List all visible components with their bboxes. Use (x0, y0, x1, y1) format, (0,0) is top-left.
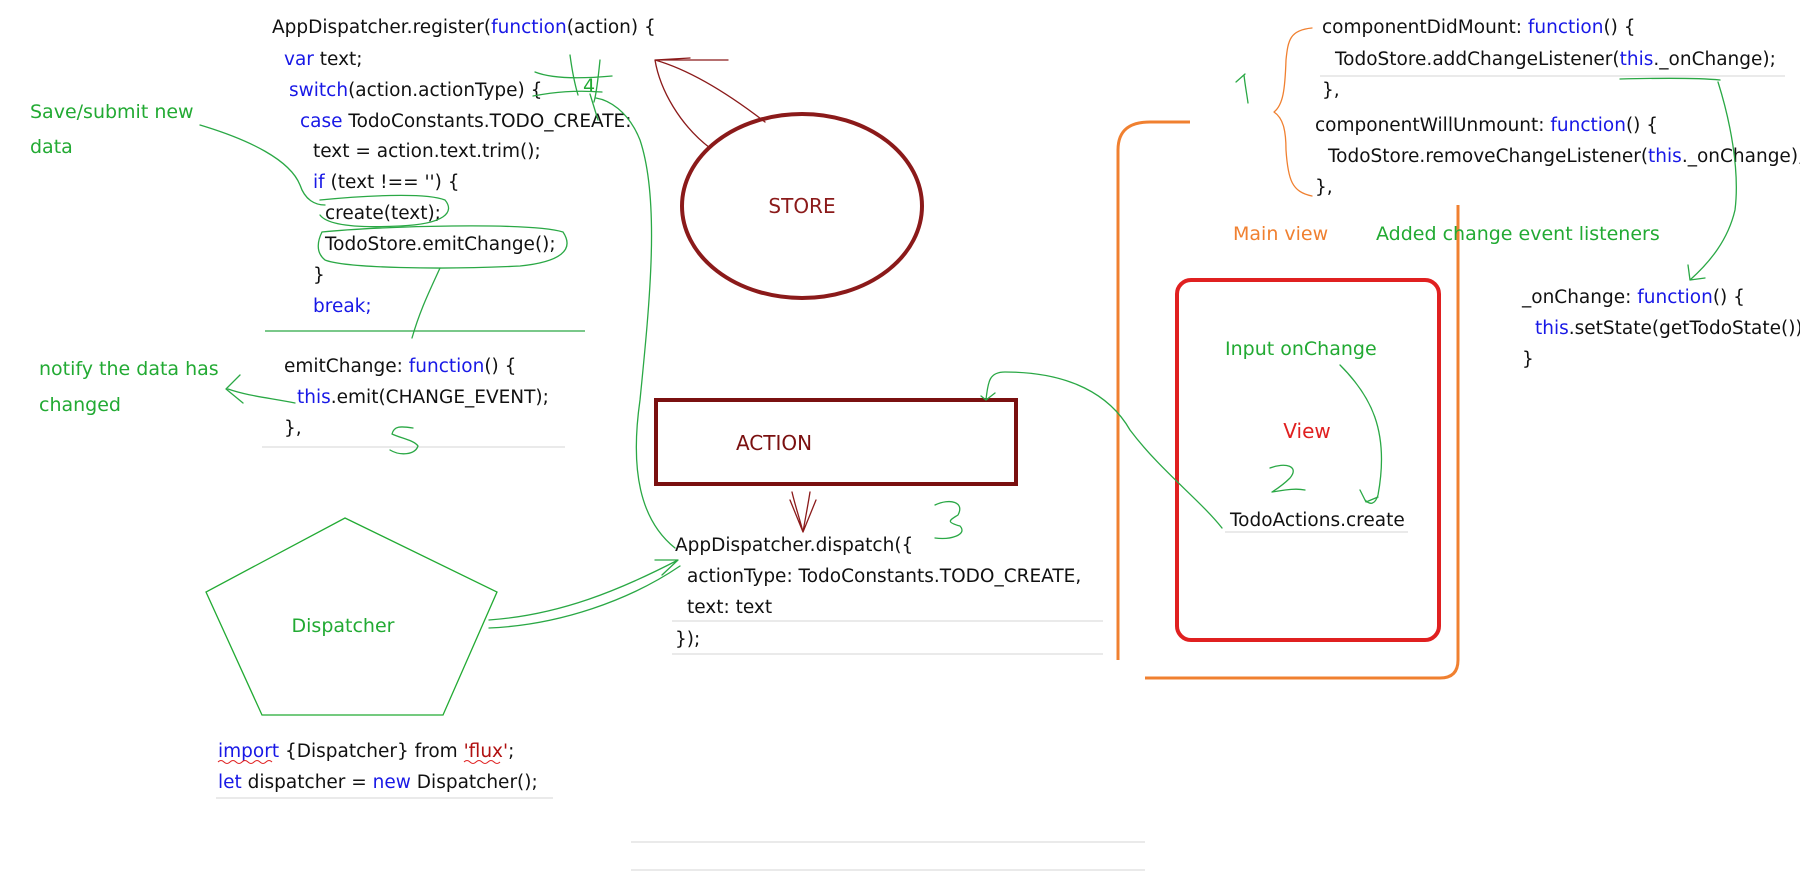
import-spellcheck-underline (217, 760, 273, 764)
store-ellipse (680, 112, 924, 300)
notify-note-line-1: notify the data has (39, 358, 219, 380)
view-rounded-rectangle (1175, 278, 1441, 642)
save-note-connector (199, 124, 326, 206)
emit-code-block: emitChange: function() { this.emit(CHANG… (284, 356, 549, 439)
dispatch-code-line-3: text: text (687, 597, 772, 618)
addlistener-to-onchange-arrow (1619, 77, 1737, 281)
main-view-left-edge (1116, 120, 1190, 660)
dispatch-to-register-connector (589, 93, 676, 549)
register-code-line-9: } (313, 265, 325, 286)
lifecycle-code-line-4: componentWillUnmount: function() { (1315, 115, 1658, 136)
emit-code-line-3: }, (284, 418, 302, 439)
view-label: View (1283, 419, 1330, 443)
todoactions-create-code: TodoActions.create (1229, 510, 1405, 531)
dispatcher-label: Dispatcher (292, 615, 395, 637)
view-to-action-arrow (980, 371, 1223, 529)
emit-down-connector (411, 267, 441, 339)
lifecycle-code-line-6: }, (1315, 177, 1333, 198)
step-2-glyph (1269, 464, 1306, 493)
action-label: ACTION (736, 431, 812, 455)
lifecycle-code-line-2: TodoStore.addChangeListener(this._onChan… (1334, 49, 1776, 70)
dispatcher-pentagon (205, 517, 498, 716)
step-3-glyph (934, 501, 963, 540)
step-1-mark: 1. (1235, 73, 1249, 104)
lifecycle-code-line-1: componentDidMount: function() { (1322, 17, 1636, 38)
flux-spellcheck-underline (463, 760, 501, 764)
emit-code-line-1: emitChange: function() { (284, 356, 516, 377)
dispatch-code-line-1: AppDispatcher.dispatch({ (675, 535, 913, 556)
emitchange-highlight-loop (317, 225, 568, 269)
register-code-line-3: switch(action.actionType) { (289, 80, 542, 101)
register-code-block: AppDispatcher.register(function(action) … (272, 17, 656, 317)
action-down-arrow (789, 491, 817, 533)
register-code-line-6: if (text !== '') { (313, 172, 460, 193)
onchange-code-line-3: } (1522, 349, 1534, 370)
main-view-bottom-right-edge (1145, 205, 1460, 680)
input-onchange-label: Input onChange (1225, 338, 1377, 360)
emit-code-line-2: this.emit(CHANGE_EVENT); (297, 387, 549, 408)
register-code-line-2: var text; (284, 49, 363, 70)
switch-to-four-connector (532, 90, 603, 97)
dispatch-code-line-4: }); (675, 629, 700, 650)
added-listeners-label: Added change event listeners (1376, 223, 1660, 245)
import-code-block: import {Dispatcher} from 'flux'; let dis… (218, 741, 538, 793)
main-view-label: Main view (1233, 223, 1328, 245)
import-code-line-1: import {Dispatcher} from 'flux'; (218, 741, 514, 762)
save-submit-note-line-1: Save/submit new (30, 101, 194, 123)
dispatch-code-block: AppDispatcher.dispatch({ actionType: Tod… (675, 535, 1081, 650)
step-3-label: 3. (950, 524, 952, 526)
onchange-code-line-2: this.setState(getTodoState()); (1535, 318, 1800, 339)
register-code-line-4: case TodoConstants.TODO_CREATE: (300, 111, 631, 132)
step-4-glyph (534, 54, 613, 103)
register-code-line-10: break; (313, 296, 372, 317)
import-code-line-2: let dispatcher = new Dispatcher(); (218, 772, 538, 793)
notify-arrow (225, 374, 296, 404)
lifecycle-brace (1273, 27, 1313, 197)
action-rectangle (654, 398, 1018, 486)
register-code-line-7: create(text); (325, 203, 441, 224)
lifecycle-code-line-5: TodoStore.removeChangeListener(this._onC… (1327, 146, 1800, 167)
onchange-code-block: _onChange: function() { this.setState(ge… (1521, 287, 1800, 370)
step-5-glyph (389, 426, 419, 455)
dispatch-code-line-2: actionType: TodoConstants.TODO_CREATE, (687, 566, 1081, 587)
notify-note-line-2: changed (39, 394, 121, 416)
lifecycle-code-line-3: }, (1322, 80, 1340, 101)
step-5-mark: 5 (389, 426, 419, 455)
store-label: STORE (768, 194, 835, 218)
create-highlight-loop (319, 194, 450, 228)
step-4-mark: 4 (534, 54, 613, 103)
step-3-mark: 3. (934, 501, 963, 540)
step-2-mark: 2. (1269, 464, 1306, 493)
notify-note: notify the data has changed (39, 358, 219, 416)
step-4-label: 4 (583, 75, 595, 97)
register-code-line-8: TodoStore.emitChange(); (324, 234, 556, 255)
register-code-line-5: text = action.text.trim(); (313, 141, 541, 162)
save-submit-note: Save/submit new data (30, 101, 194, 158)
onchange-down-arrow (1339, 364, 1383, 504)
step-1-glyph (1235, 73, 1249, 104)
register-code-line-1: AppDispatcher.register(function(action) … (272, 17, 656, 38)
step-2-label: 2. (1285, 484, 1287, 486)
lifecycle-code-block: componentDidMount: function() { TodoStor… (1315, 17, 1800, 198)
onchange-code-line-1: _onChange: function() { (1521, 287, 1745, 308)
save-submit-note-line-2: data (30, 136, 73, 158)
store-to-register-arrow (654, 57, 766, 149)
dispatcher-to-dispatch-arrow (488, 559, 681, 629)
